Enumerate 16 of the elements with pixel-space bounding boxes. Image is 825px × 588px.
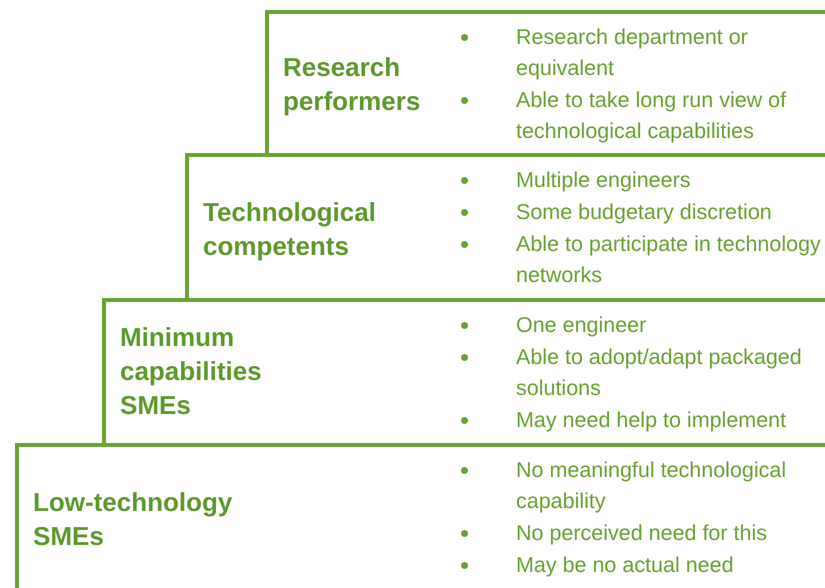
bullet-text: No meaningful technological capability	[516, 457, 788, 515]
step-box	[15, 443, 825, 588]
bullet-text: Able to take long run view of technological capabilities	[516, 87, 788, 145]
step-heading: Low-technology SMEs	[33, 486, 234, 553]
bullet-text: Able to participate in technology networks	[516, 231, 822, 289]
bullet-text: No perceived need for this	[516, 520, 768, 547]
step-heading: Minimum capabilities SMEs	[120, 321, 263, 422]
bullet-text: Multiple engineers	[516, 167, 692, 194]
bullet-text: Able to adopt/adapt packaged solutions	[516, 344, 803, 402]
bullet-text: Research department or equivalent	[516, 24, 749, 82]
step-heading: Technological competents	[203, 196, 377, 263]
bullet-text: May be no actual need	[516, 552, 735, 579]
bullet-text: May need help to implement	[516, 407, 788, 434]
bullet-text: One engineer	[516, 312, 648, 339]
bullet-text: Some budgetary discretion	[516, 199, 773, 226]
step-heading: Research performers	[283, 51, 422, 118]
